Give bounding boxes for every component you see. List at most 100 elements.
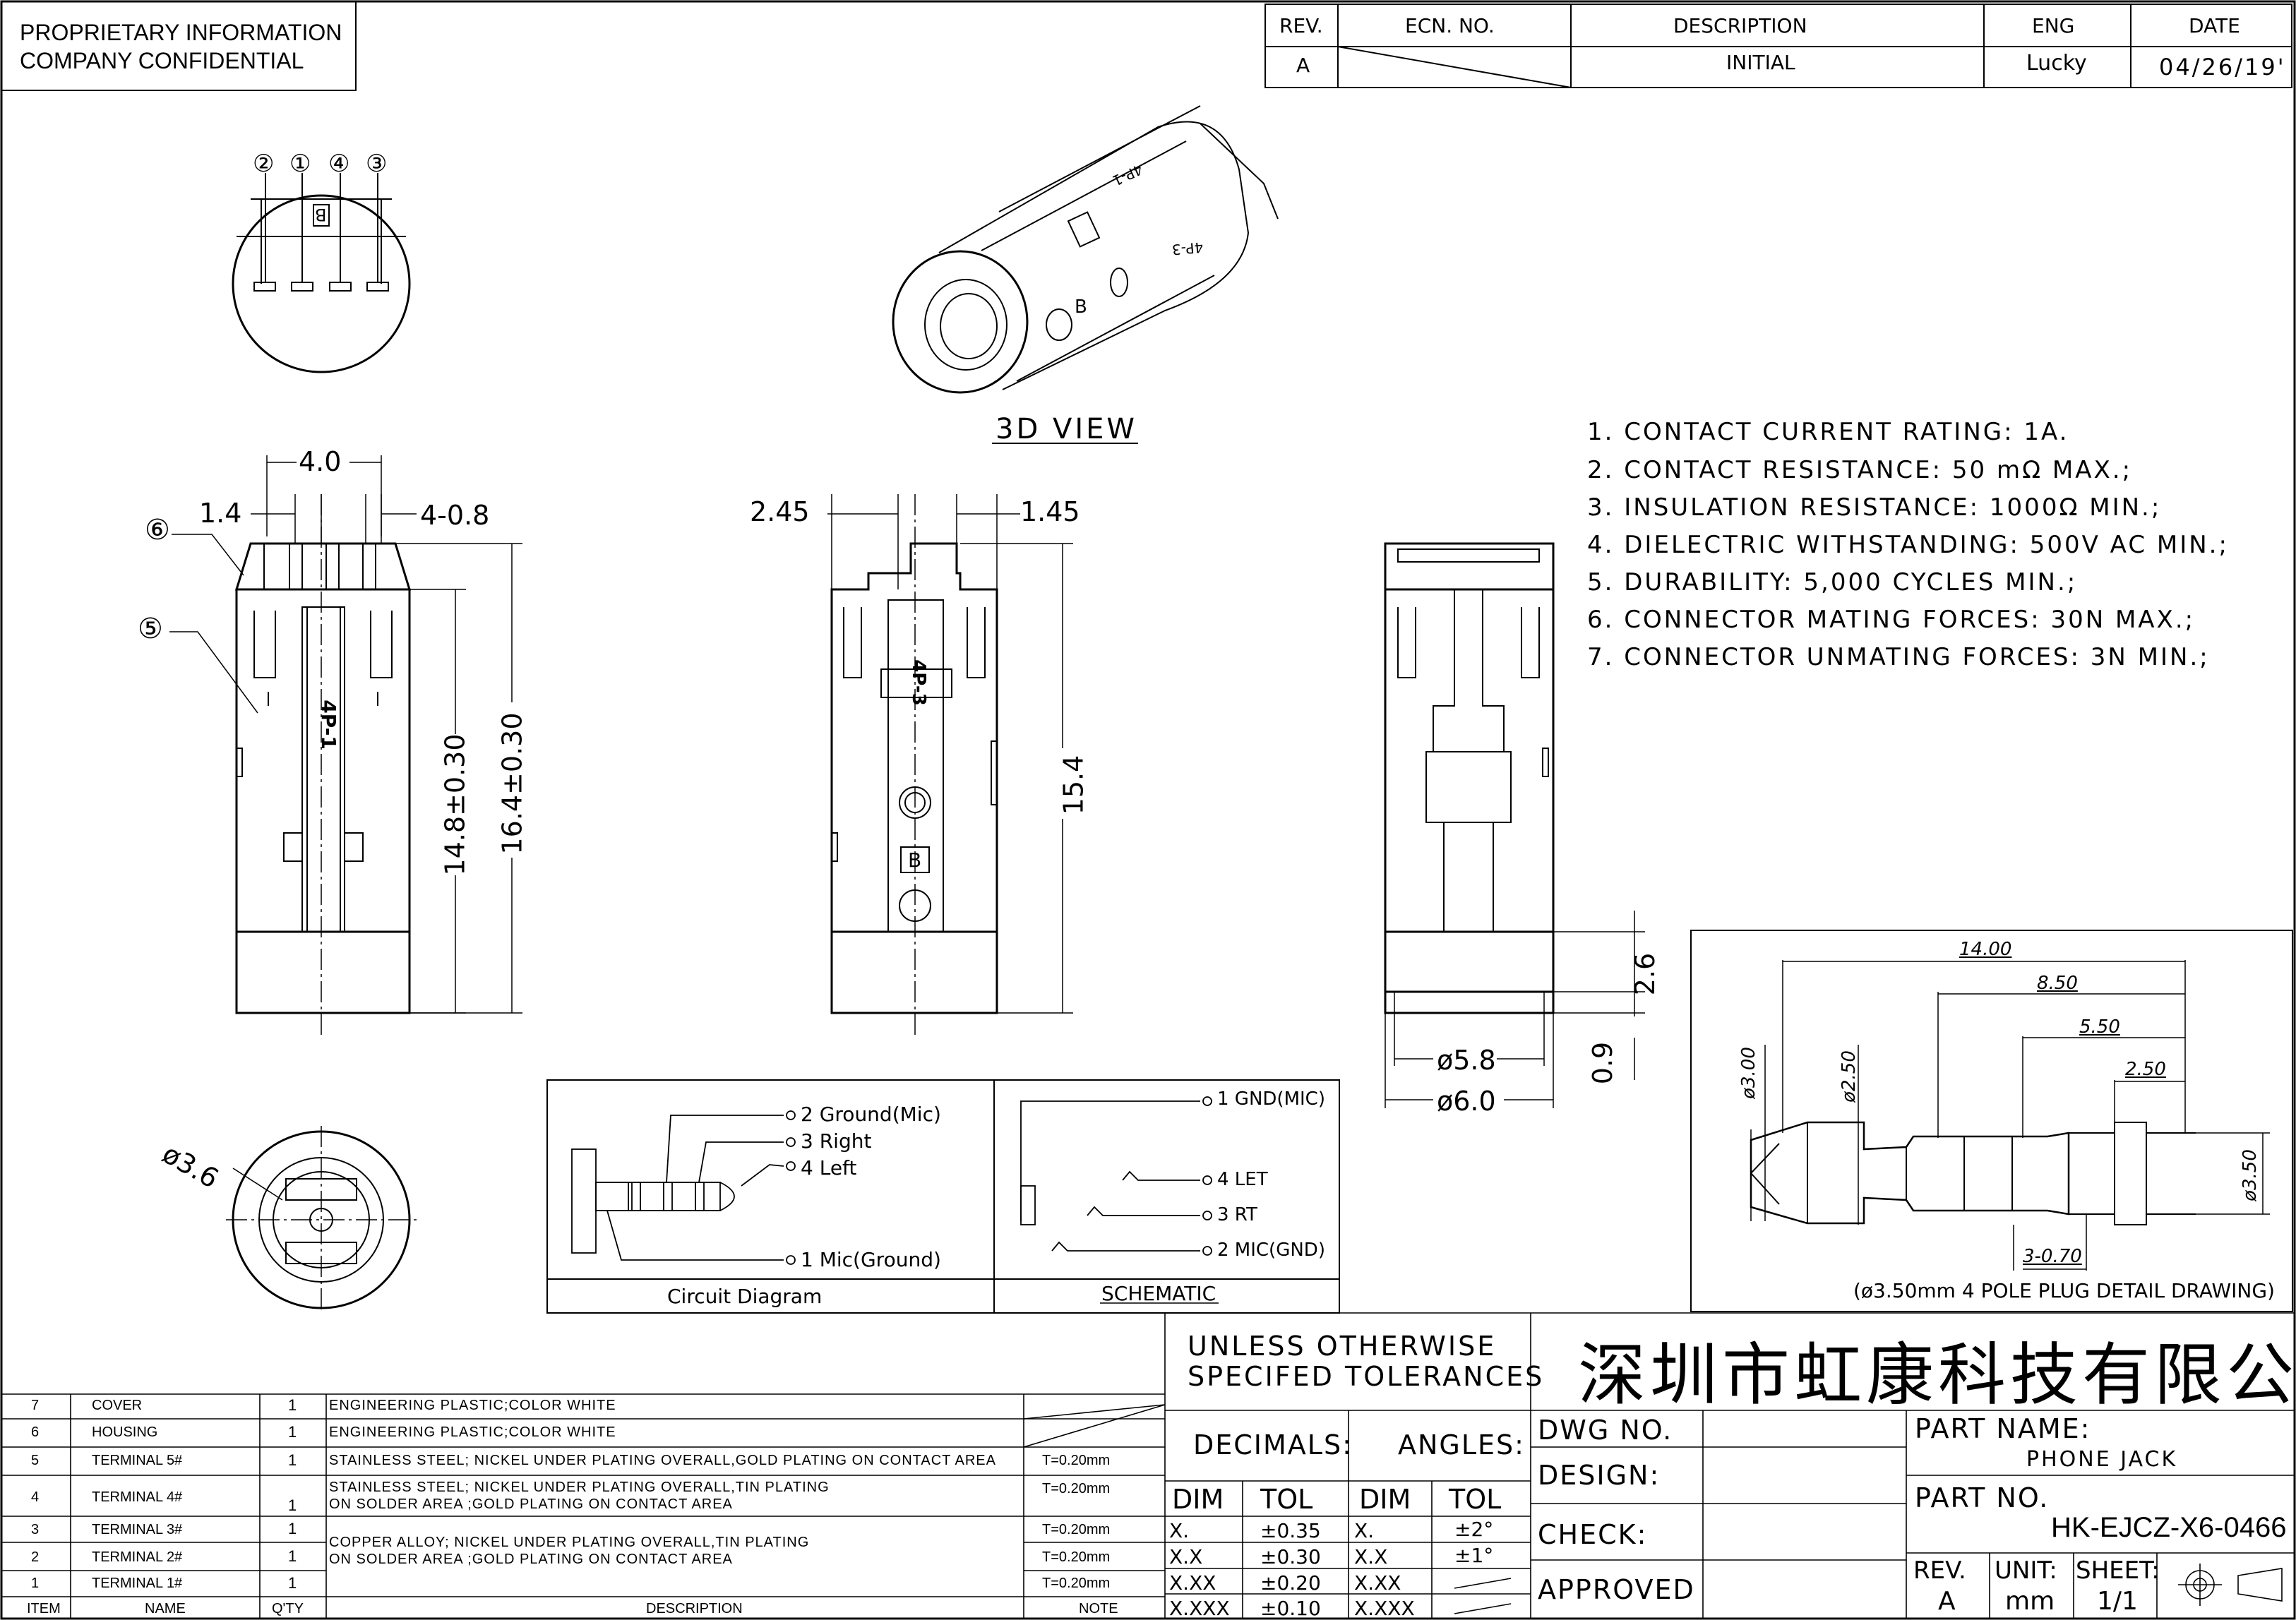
- pin-number-1: ①: [289, 150, 311, 178]
- unit-value: mm: [2005, 1587, 2055, 1616]
- confidential-box: [1, 1, 357, 91]
- revision-table-grid: [1264, 4, 2292, 88]
- spec-7: 7. CONNECTOR UNMATING FORCES: 3N MIN.;: [1587, 643, 2210, 671]
- plug-dim-14-00: 14.00: [1959, 939, 2012, 960]
- bom-row-5-desc: STAINLESS STEEL; NICKEL UNDER PLATING OV…: [329, 1453, 996, 1468]
- circuit-label-left: 4 Left: [801, 1156, 857, 1180]
- part-name-value: PHONE JACK: [2026, 1447, 2178, 1472]
- bom-row-4-desc-2: ON SOLDER AREA ;GOLD PLATING ON CONTACT …: [329, 1496, 733, 1512]
- bom-row-2-qty: 1: [288, 1547, 297, 1565]
- bom-row-7-item: 7: [31, 1398, 40, 1413]
- bom-row-4-name: TERMINAL 4#: [92, 1489, 183, 1505]
- ang-row-2-tol: ±1°: [1454, 1544, 1494, 1567]
- confidential-line-2: COMPANY CONFIDENTIAL: [20, 48, 304, 73]
- bom-row-6-item: 6: [31, 1424, 40, 1440]
- dim-0-9: 0.9: [1587, 1041, 1619, 1085]
- tolerance-title-1: UNLESS OTHERWISE: [1188, 1331, 1497, 1362]
- ang-row-2-dim: X.X: [1354, 1545, 1388, 1568]
- bom-row-2-name: TERMINAL 2#: [92, 1549, 183, 1565]
- schematic-label-rt: 3 RT: [1217, 1204, 1257, 1225]
- plug-detail-caption: (ø3.50mm 4 POLE PLUG DETAIL DRAWING): [1853, 1279, 2275, 1302]
- dim-phi-5-8: ø5.8: [1437, 1045, 1496, 1076]
- design-label: DESIGN:: [1538, 1460, 1661, 1491]
- rev-header-rev: REV.: [1279, 14, 1323, 37]
- bom-row-5-note: T=0.20mm: [1042, 1453, 1111, 1468]
- bom-row-2-item: 2: [31, 1549, 40, 1565]
- spec-3: 3. INSULATION RESISTANCE: 1000Ω MIN.;: [1587, 493, 2162, 522]
- check-label: CHECK:: [1538, 1519, 1648, 1550]
- spec-4: 4. DIELECTRIC WITHSTANDING: 500V AC MIN.…: [1587, 531, 2229, 559]
- pin-number-2: ②: [253, 150, 275, 178]
- spec-5: 5. DURABILITY: 5,000 CYCLES MIN.;: [1587, 568, 2078, 596]
- circuit-plug: [571, 1110, 796, 1265]
- bom-row-6-qty: 1: [288, 1423, 297, 1441]
- bom-row-1-item: 1: [31, 1576, 40, 1591]
- bom-header-qty: Q'TY: [272, 1601, 304, 1616]
- ang-tol-header: TOL: [1449, 1484, 1502, 1515]
- ang-row-3-dim: X.XX: [1354, 1571, 1401, 1595]
- side-view-right: [1384, 542, 1555, 1014]
- bom-row-7-desc: ENGINEERING PLASTIC;COLOR WHITE: [329, 1398, 616, 1413]
- dims-middle-view: [827, 494, 1073, 1014]
- plug-dim-phi-3-50: ø3.50: [2239, 1149, 2261, 1201]
- rev-row-date: 04/26/19': [2159, 54, 2286, 80]
- bom-grid: [1, 1393, 1166, 1619]
- dec-dim-header: DIM: [1172, 1484, 1224, 1515]
- plug-dim-8-50: 8.50: [2037, 973, 2078, 994]
- circuit-box: [546, 1079, 1340, 1314]
- plug-detail-box: [1690, 930, 2293, 1312]
- ang-row-1-tol: ±2°: [1454, 1518, 1494, 1541]
- plug-dim-5-50: 5.50: [2079, 1016, 2120, 1038]
- angles-label: ANGLES:: [1398, 1429, 1525, 1460]
- circuit-caption: Circuit Diagram: [667, 1285, 823, 1308]
- bom-row-3-qty: 1: [288, 1520, 297, 1537]
- bom-row-4-note: T=0.20mm: [1042, 1481, 1111, 1496]
- bom-row-4-item: 4: [31, 1489, 40, 1505]
- plug-dim-phi-3-00: ø3.00: [1738, 1047, 1759, 1099]
- approved-label: APPROVED: [1538, 1574, 1695, 1605]
- pin-number-4: ④: [328, 150, 350, 178]
- pin-number-3: ③: [366, 150, 388, 178]
- bom-row-1-name: TERMINAL 1#: [92, 1576, 183, 1591]
- ang-dim-header: DIM: [1359, 1484, 1411, 1515]
- iso-marking-b: B: [1075, 296, 1087, 318]
- sheet-value: 1/1: [2097, 1587, 2138, 1616]
- tolerance-title-2: SPECIFED TOLERANCES: [1188, 1361, 1545, 1392]
- end-view-top: [232, 173, 411, 373]
- rev-header-eng: ENG: [2032, 14, 2075, 37]
- dims-right-view: [1385, 911, 1645, 1108]
- dim-1-4: 1.4: [199, 498, 242, 529]
- schematic-caption: SCHEMATIC: [1101, 1282, 1216, 1305]
- rev-label: REV.: [1913, 1556, 1966, 1585]
- rev-header-date: DATE: [2189, 14, 2240, 37]
- bom-header-note: NOTE: [1079, 1601, 1118, 1616]
- bom-row-2-note: T=0.20mm: [1042, 1549, 1111, 1565]
- dim-16-4: 16.4±0.30: [496, 712, 528, 855]
- unit-label: UNIT:: [1995, 1556, 2057, 1585]
- dim-phi-6-0: ø6.0: [1437, 1086, 1496, 1117]
- circuit-label-mic-ground: 1 Mic(Ground): [801, 1248, 941, 1271]
- dec-row-4-dim: X.XXX: [1169, 1597, 1230, 1620]
- bom-header-item: ITEM: [27, 1601, 61, 1616]
- schematic-label-mic-gnd: 2 MIC(GND): [1217, 1240, 1325, 1261]
- sheet-label: SHEET:: [2076, 1556, 2160, 1585]
- dim-4-0: 4.0: [299, 446, 342, 477]
- tolerance-grid: [1164, 1312, 2295, 1619]
- part-no-value: HK-EJCZ-X6-0466: [2051, 1512, 2287, 1543]
- iso-part-4p3: 4P-3: [1171, 239, 1204, 258]
- rev-value: A: [1938, 1587, 1956, 1616]
- marking-b-middle: B: [908, 848, 922, 872]
- dim-4-08: 4-0.8: [420, 500, 490, 531]
- part-no-label: PART NO.: [1915, 1482, 2050, 1513]
- plug-dim-phi-2-50: ø2.50: [1838, 1050, 1860, 1103]
- plug-dim-3-0-70: 3-0.70: [2023, 1246, 2082, 1267]
- part-name-label: PART NAME:: [1915, 1413, 2091, 1444]
- schematic-lines: [1020, 1096, 1212, 1256]
- bom-row-3-name: TERMINAL 3#: [92, 1522, 183, 1537]
- balloon-6: ⑥: [145, 514, 170, 546]
- dims-left-view: [169, 455, 522, 1014]
- bom-row-1-note: T=0.20mm: [1042, 1576, 1111, 1591]
- bom-row-3-desc-2: ON SOLDER AREA ;GOLD PLATING ON CONTACT …: [329, 1552, 733, 1567]
